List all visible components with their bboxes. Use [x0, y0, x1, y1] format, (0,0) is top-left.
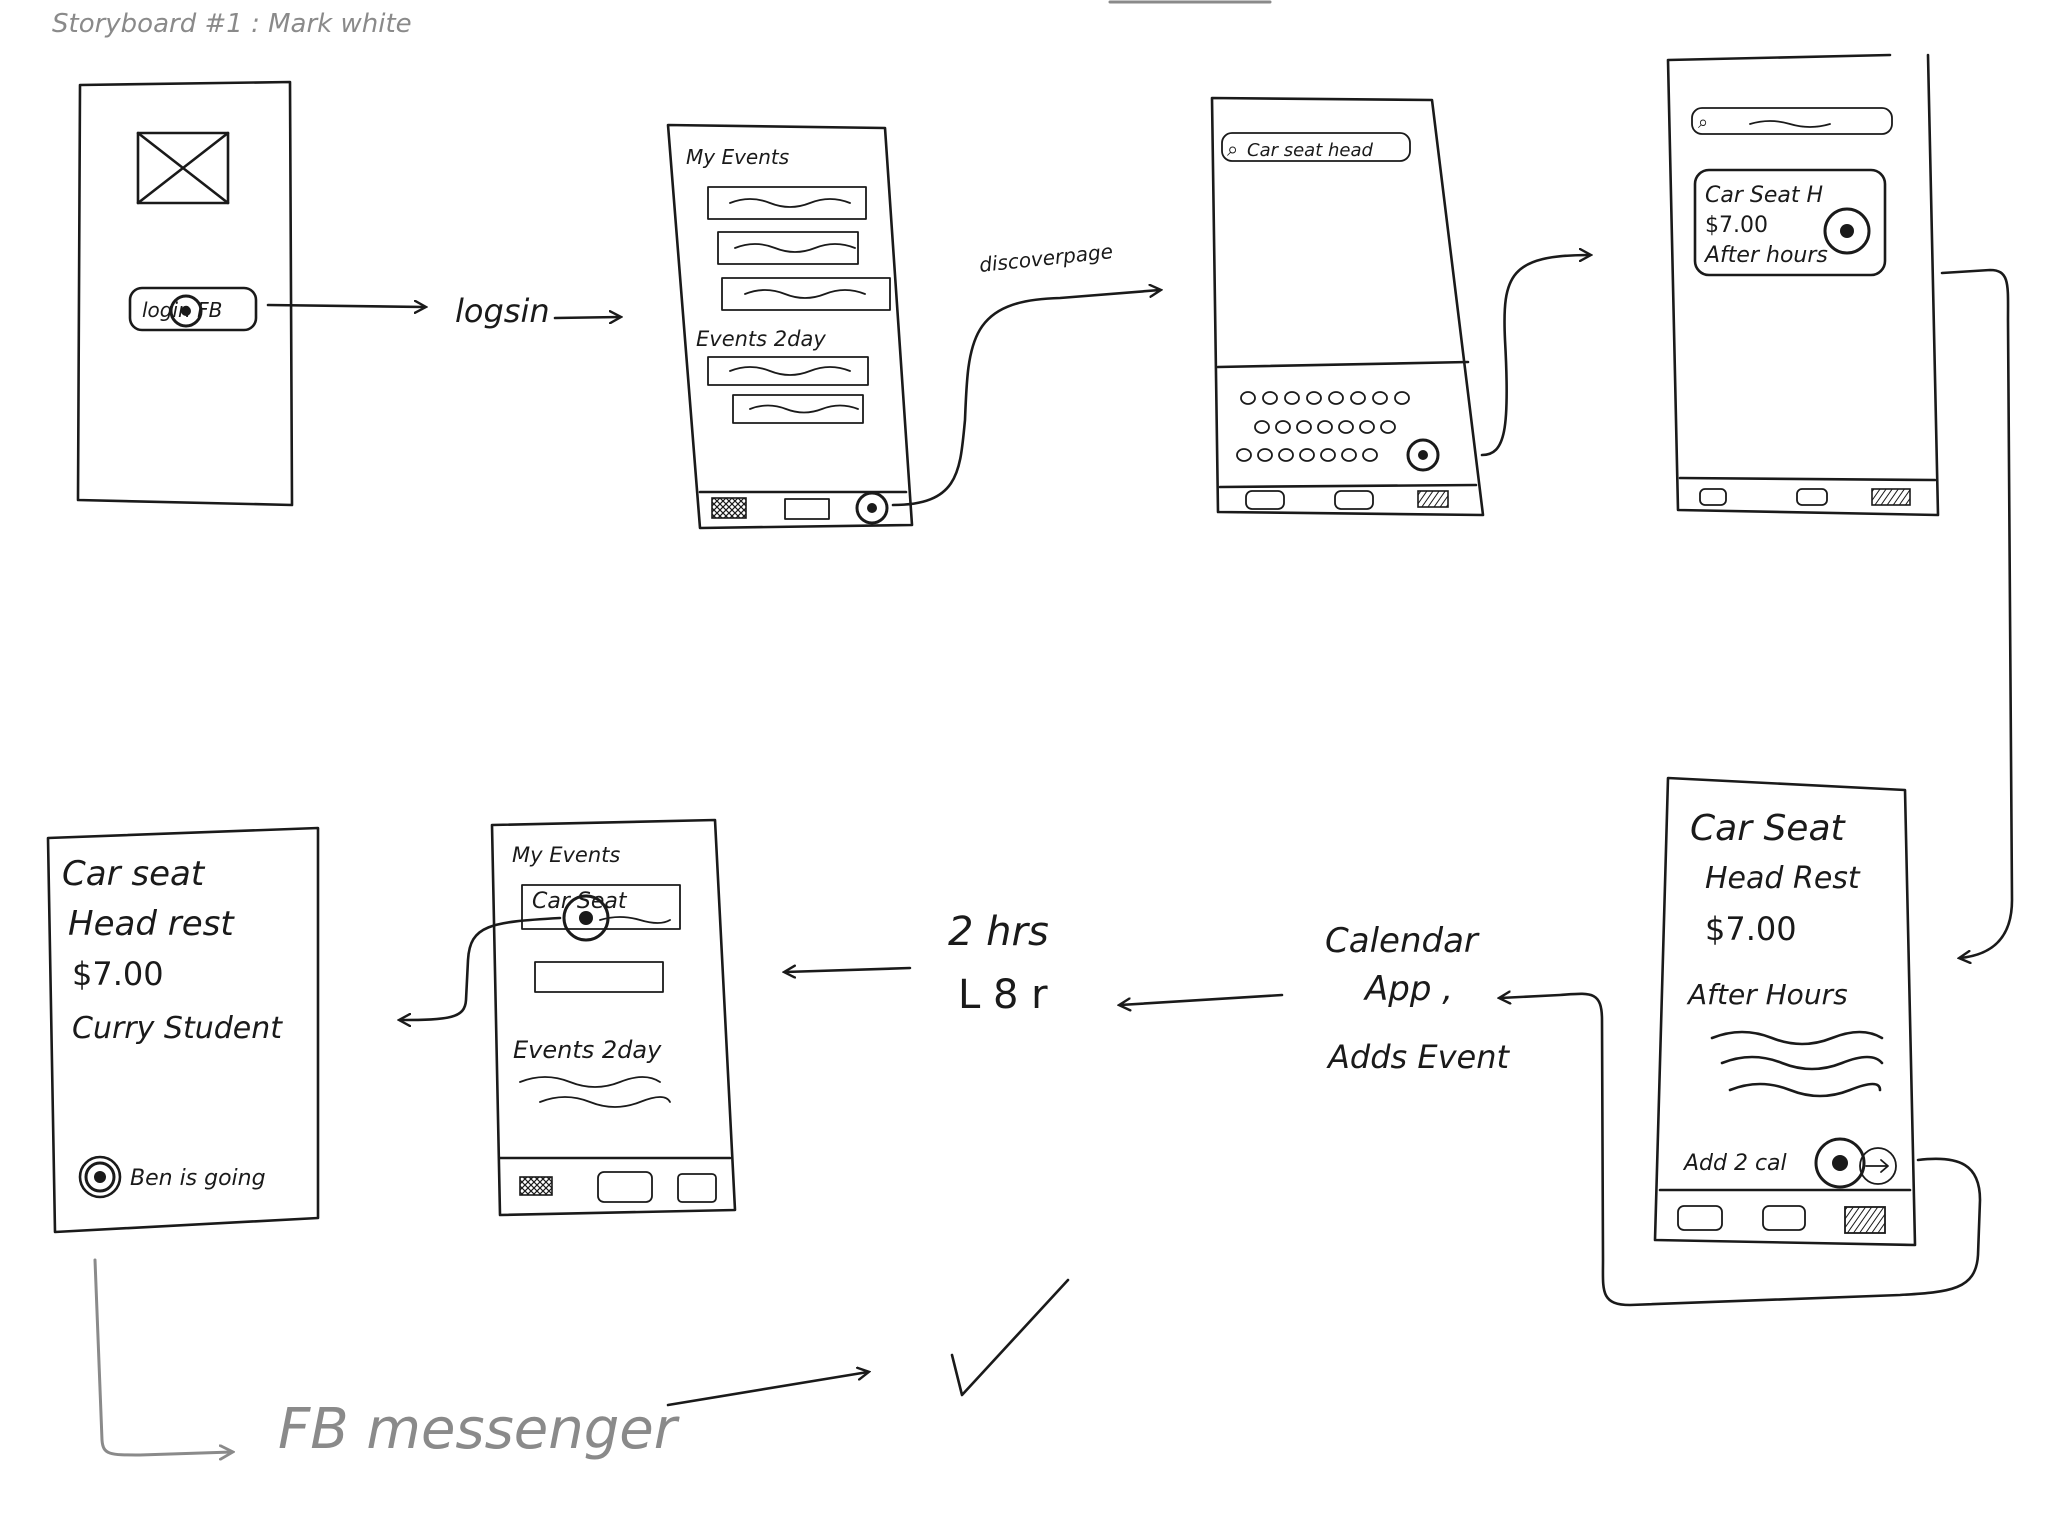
- add-to-calendar-label: Add 2 cal: [1682, 1151, 1787, 1176]
- keyboard-key[interactable]: [1240, 391, 1256, 405]
- detail-name-line2: Head Rest: [1705, 861, 1861, 896]
- annotation-calendar-line1: Calendar: [1325, 921, 1480, 961]
- keyboard-key[interactable]: [1338, 420, 1354, 434]
- tab-home-icon[interactable]: [1677, 1205, 1723, 1231]
- home-event-list: [707, 186, 891, 311]
- home-events-today-heading: Events 2day: [696, 327, 826, 351]
- avatar: [78, 1155, 122, 1199]
- keyboard-key[interactable]: [1299, 448, 1315, 462]
- detail-tab-bar: [1658, 1188, 1912, 1234]
- keyboard-key[interactable]: [1275, 420, 1291, 434]
- home-after-my-events-heading: My Events: [512, 843, 620, 867]
- keyboard-key[interactable]: [1296, 420, 1312, 434]
- keyboard-key[interactable]: [1254, 420, 1270, 434]
- tab-discover-icon[interactable]: [1871, 488, 1911, 506]
- tab-discover-icon[interactable]: [677, 1173, 717, 1203]
- detail-seller: After Hours: [1686, 978, 1848, 1011]
- result-card-price: $7.00: [1705, 213, 1768, 238]
- home-tab-bar: [698, 490, 908, 525]
- tab-discover-icon[interactable]: [1844, 1206, 1886, 1234]
- tab-calendar-icon[interactable]: [1334, 490, 1374, 510]
- frame-login: login FB: [76, 80, 294, 507]
- result-card[interactable]: Car Seat H $7.00 After hours: [1693, 168, 1887, 277]
- annotation-discover-page: discoverpage: [978, 239, 1114, 277]
- search-tab-bar: [1218, 483, 1478, 510]
- notification-name-line2: Head rest: [68, 904, 235, 944]
- placeholder-image-icon: [136, 131, 230, 205]
- annotation-calendar-line2: App ,: [1363, 969, 1453, 1009]
- keyboard-key[interactable]: [1328, 391, 1344, 405]
- tab-discover-icon[interactable]: [1417, 490, 1449, 508]
- keyboard-key[interactable]: [1380, 420, 1396, 434]
- attendee-row[interactable]: Ben is going: [78, 1155, 266, 1199]
- keyboard-key[interactable]: [1359, 420, 1375, 434]
- home-after-tab-bar: [498, 1156, 732, 1203]
- frame-notification: Car seat Head rest $7.00 Curry Student B…: [46, 826, 320, 1234]
- keyboard[interactable]: [1236, 391, 1440, 472]
- checkmark-icon: [950, 1278, 1070, 1397]
- search-icon: ⌕: [1698, 112, 1708, 133]
- keyboard-key[interactable]: [1262, 391, 1278, 405]
- keyboard-key[interactable]: [1362, 448, 1378, 462]
- notification-price: $7.00: [72, 955, 164, 993]
- result-card-name: Car Seat H: [1705, 183, 1823, 208]
- keyboard-key[interactable]: [1317, 420, 1333, 434]
- home-after-events-today-heading: Events 2day: [513, 1036, 662, 1064]
- login-fb-button[interactable]: login FB: [128, 286, 258, 332]
- notification-name-line1: Car seat: [62, 854, 206, 894]
- home-after-event-item-label: Car Seat: [532, 889, 628, 914]
- home-after-event-item[interactable]: Car Seat: [521, 884, 681, 942]
- home-my-events-heading: My Events: [686, 145, 789, 169]
- frame-detail: Car Seat Head Rest $7.00 After Hours Add…: [1653, 776, 1917, 1247]
- tab-discover-icon[interactable]: [855, 491, 889, 525]
- detail-price: $7.00: [1705, 910, 1797, 948]
- annotation-calendar-line3: Adds Event: [1326, 1038, 1510, 1076]
- result-card-seller: After hours: [1703, 243, 1828, 268]
- search-icon: ⌕: [1227, 137, 1238, 161]
- keyboard-key[interactable]: [1236, 448, 1252, 462]
- tab-home-icon[interactable]: [519, 1176, 553, 1196]
- frame-home: My Events Events 2day: [666, 123, 914, 530]
- search-field-query: Car seat head: [1247, 140, 1373, 161]
- keyboard-key[interactable]: [1278, 448, 1294, 462]
- keyboard-key[interactable]: [1284, 391, 1300, 405]
- annotation-fb-messenger: FB messenger: [278, 1397, 680, 1462]
- tab-home-icon[interactable]: [1245, 490, 1285, 510]
- tab-calendar-icon[interactable]: [597, 1171, 653, 1203]
- tab-home-icon[interactable]: [1699, 488, 1727, 506]
- touch-indicator-icon: [1814, 1137, 1866, 1189]
- home-today-list: [707, 356, 869, 424]
- keyboard-key[interactable]: [1257, 448, 1273, 462]
- results-tab-bar: [1678, 476, 1937, 506]
- tab-calendar-icon[interactable]: [1762, 1205, 1806, 1231]
- keyboard-key[interactable]: [1350, 391, 1366, 405]
- annotation-logsin: logsin: [455, 292, 550, 330]
- keyboard-key[interactable]: [1372, 391, 1388, 405]
- annotation-later-line1: 2 hrs: [948, 909, 1049, 955]
- keyboard-key[interactable]: [1306, 391, 1322, 405]
- frame-search: ⌕ Car seat head: [1210, 96, 1485, 517]
- tab-calendar-icon[interactable]: [1796, 488, 1828, 506]
- add-to-calendar-button[interactable]: Add 2 cal: [1682, 1137, 1897, 1189]
- search-field[interactable]: ⌕ Car seat head: [1221, 132, 1411, 162]
- tab-calendar-icon[interactable]: [784, 498, 830, 520]
- keyboard-key[interactable]: [1320, 448, 1336, 462]
- storyboard-title: Storyboard #1 : Mark white: [52, 9, 412, 39]
- keyboard-key[interactable]: [1341, 448, 1357, 462]
- results-search-field[interactable]: ⌕: [1691, 107, 1893, 135]
- detail-name-line1: Car Seat: [1690, 808, 1847, 849]
- touch-indicator-icon: [1823, 207, 1871, 255]
- touch-indicator-icon: [169, 294, 203, 328]
- notification-seller: Curry Student: [72, 1011, 283, 1046]
- annotation-later-line2: L 8 r: [958, 972, 1048, 1018]
- tab-home-icon[interactable]: [711, 497, 747, 519]
- frame-home-after: My Events Car Seat Events 2day: [490, 818, 737, 1217]
- frame-results: ⌕ Car Seat H $7.00 After hours: [1666, 53, 1940, 517]
- attendee-status: Ben is going: [130, 1166, 266, 1191]
- keyboard-key[interactable]: [1394, 391, 1410, 405]
- touch-indicator-icon: [562, 894, 610, 942]
